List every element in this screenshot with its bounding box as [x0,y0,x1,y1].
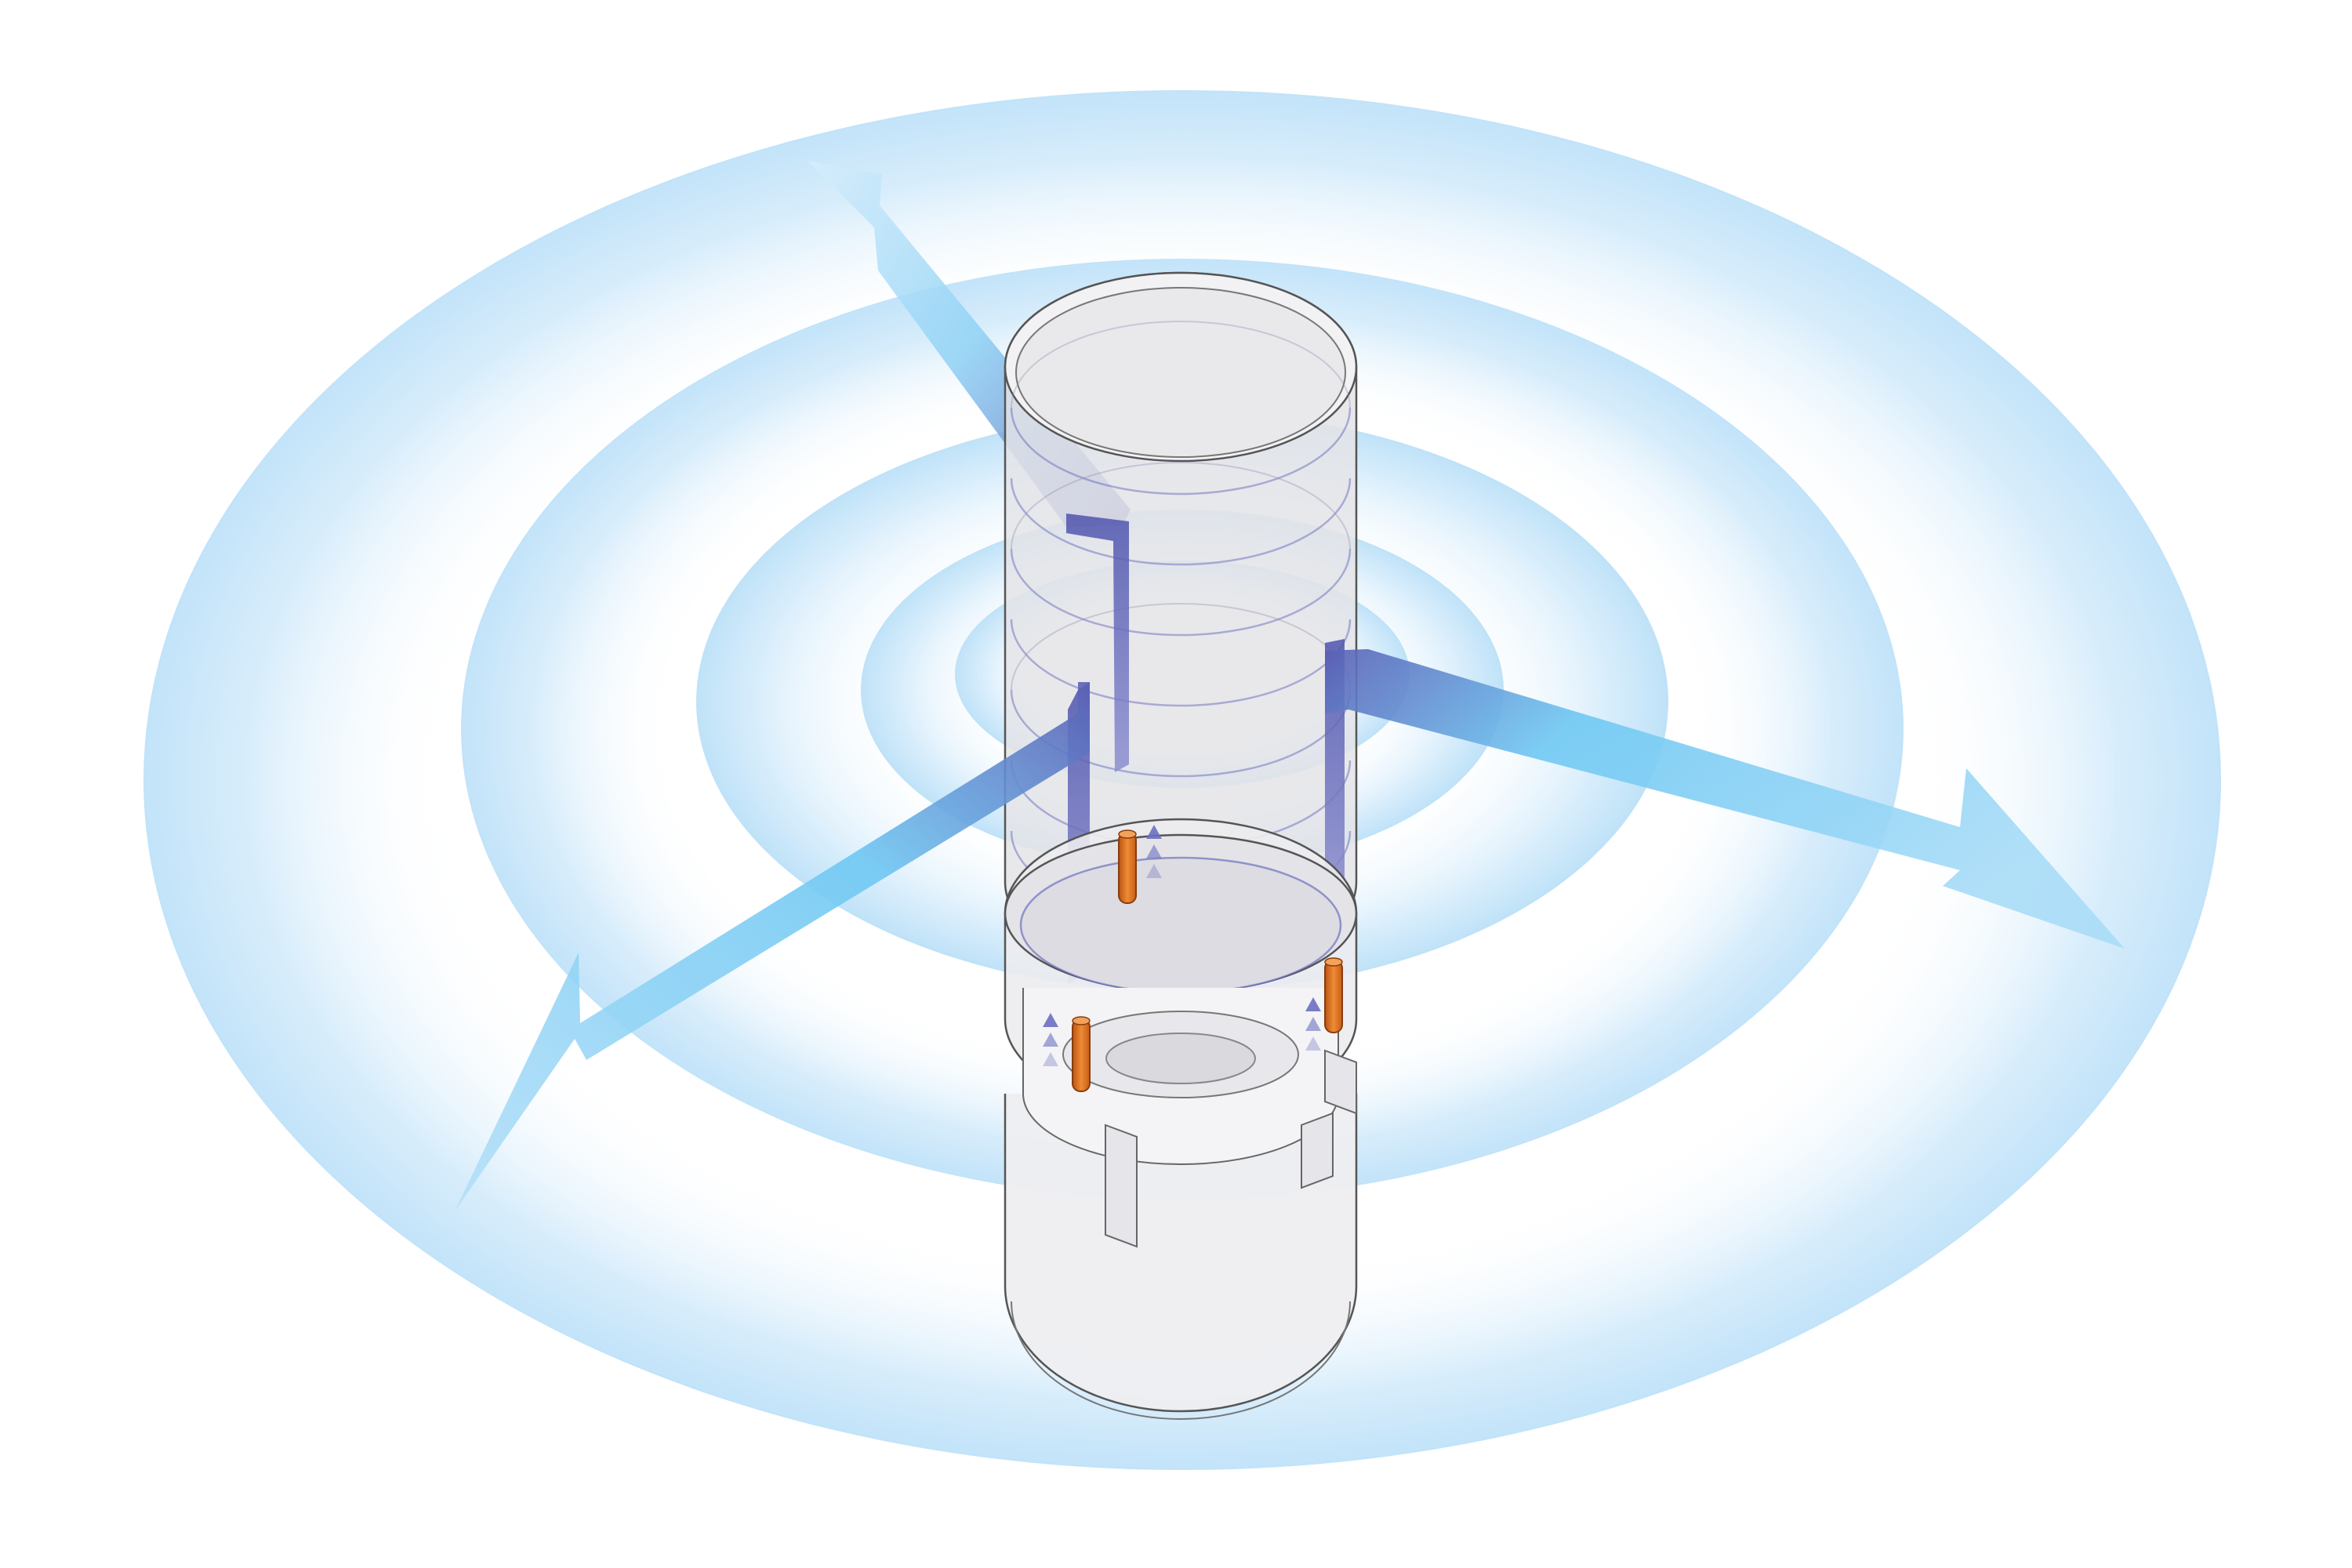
water-tray [1019,856,1342,994]
base-unit-icon [1004,818,1358,1420]
pillar-right [1301,1112,1334,1189]
base-bottom-rim [1011,1301,1351,1420]
vapor-chevrons-icon [1043,825,1321,1066]
airflow-arrow-right-icon [1325,649,2125,949]
tank-top-rim-inner [1015,287,1346,458]
heating-rod-icon [1072,829,1343,1092]
fan-inner [1105,1033,1256,1084]
base-housing [1004,1094,1358,1413]
airflow-arrow-left-icon [455,682,1090,1211]
pillar-right-top [1324,1049,1357,1115]
pillar-left [1105,1123,1138,1248]
